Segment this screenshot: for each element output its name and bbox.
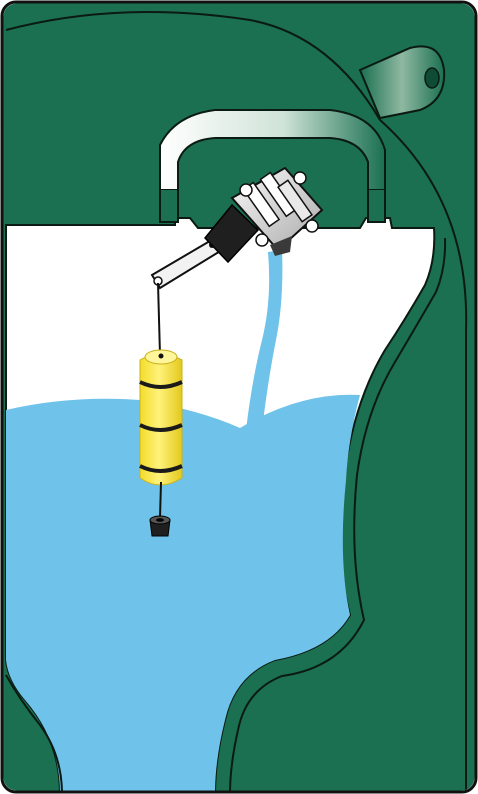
mounting-hole: [424, 67, 440, 89]
cylindrical-float-icon: [139, 349, 183, 486]
inner-wall-line-left: [5, 674, 63, 791]
counterweight-icon: [149, 515, 171, 537]
inner-wall-line: [229, 237, 447, 791]
water-fill: [6, 394, 360, 791]
float-chain: [157, 282, 161, 356]
mounting-tab: [358, 45, 446, 120]
water-stream: [246, 250, 283, 430]
tank-top-outline: [5, 11, 381, 121]
weight-cord: [159, 481, 162, 519]
float-valve-icon: [203, 166, 324, 264]
neck-lip-right: [367, 190, 386, 223]
tank-outer-edge: [379, 119, 468, 791]
neck-lip-left: [159, 190, 179, 223]
